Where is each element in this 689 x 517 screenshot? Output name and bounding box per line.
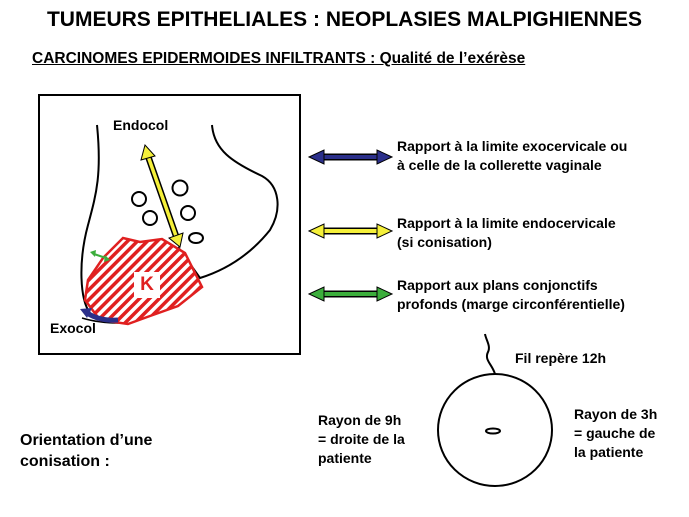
legend-text-line: Rapport aux plans conjonctifs [397, 277, 598, 293]
gland-circle [180, 205, 196, 221]
orientation-caption: Orientation d’une conisation : [20, 430, 152, 472]
legend-text-line: (si conisation) [397, 234, 492, 250]
legend-text-line: Rapport à la limite endocervicale [397, 215, 616, 231]
gland-ellipse [188, 232, 204, 244]
page-title: TUMEURS EPITHELIALES : NEOPLASIES MALPIG… [46, 8, 643, 31]
label-line: = gauche de [574, 425, 656, 441]
endocol-label: Endocol [113, 117, 169, 133]
legend-arrow-endocervical [307, 223, 394, 239]
gland-circle [171, 179, 189, 197]
deep-margin-arrow [90, 250, 110, 262]
conisation-circle [437, 373, 553, 487]
gland-circle [131, 191, 147, 207]
legend-arrow-deep [307, 286, 394, 302]
legend-item-deep: Rapport aux plans conjonctifs profonds (… [397, 276, 625, 314]
exocol-margin-arrow [80, 308, 119, 323]
label-line: patiente [318, 450, 372, 466]
tumor-label: K [140, 274, 154, 295]
diagram-frame [38, 94, 301, 355]
legend-text-line: à celle de la collerette vaginale [397, 157, 602, 173]
tumor-label-box [134, 272, 160, 298]
page-subtitle: CARCINOMES EPIDERMOIDES INFILTRANTS : Qu… [32, 50, 526, 67]
thread-12h [484, 333, 496, 375]
canal-opening [485, 427, 501, 435]
caption-line: Orientation d’une [20, 432, 153, 449]
endocol-margin-arrow [140, 143, 184, 248]
legend-arrow-exocervical [307, 149, 394, 165]
label-line: = droite de la [318, 431, 405, 447]
gland-circle [142, 210, 158, 226]
caption-line: conisation : [20, 453, 110, 470]
exocol-label: Exocol [50, 320, 96, 336]
cervix-right-contour [177, 124, 279, 280]
nine-oclock-label: Rayon de 9h = droite de la patiente [318, 411, 405, 468]
label-line: la patiente [574, 444, 644, 460]
legend-text-line: Rapport à la limite exocervicale ou [397, 138, 628, 154]
legend-text-line: profonds (marge circonférentielle) [397, 296, 625, 312]
legend-item-exocervical: Rapport à la limite exocervicale ou à ce… [397, 137, 627, 175]
label-line: Rayon de 3h [574, 406, 658, 422]
label-line: Rayon de 9h [318, 412, 402, 428]
thread-label: Fil repère 12h [515, 350, 607, 366]
three-oclock-label: Rayon de 3h = gauche de la patiente [574, 405, 657, 462]
legend-item-endocervical: Rapport à la limite endocervicale (si co… [397, 214, 616, 252]
